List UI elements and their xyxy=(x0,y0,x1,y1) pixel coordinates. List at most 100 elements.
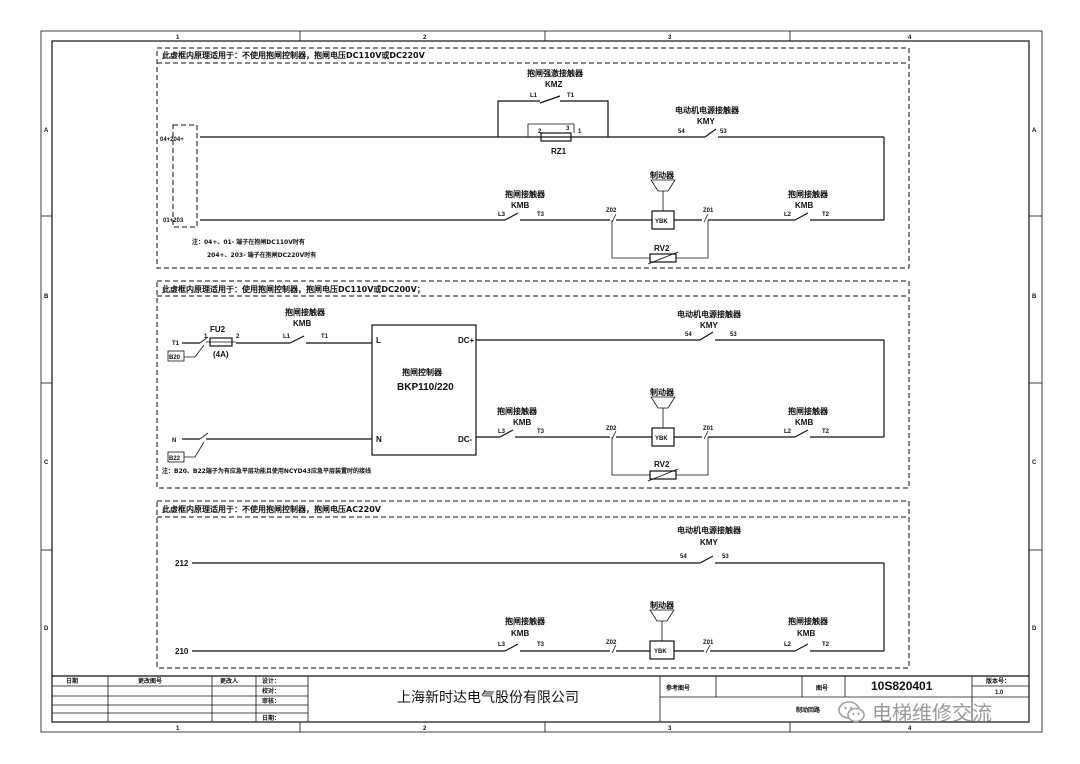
svg-text:D: D xyxy=(1032,626,1037,632)
svg-text:T1: T1 xyxy=(567,93,575,99)
svg-text:YBK: YBK xyxy=(654,649,667,655)
svg-text:D: D xyxy=(44,626,49,632)
svg-text:T3: T3 xyxy=(537,212,545,218)
svg-text:L3: L3 xyxy=(498,429,506,435)
svg-text:KMB: KMB xyxy=(511,201,529,210)
svg-text:制动器: 制动器 xyxy=(650,387,675,397)
svg-text:B20: B20 xyxy=(169,355,181,361)
drawing-number: 10S820401 xyxy=(871,679,933,693)
box2-circuit: 此虚框内原理适用于：使用抱闸控制器，抱闸电压DC110V或DC200V； T1 … xyxy=(156,280,910,489)
svg-text:更改图号: 更改图号 xyxy=(138,677,162,685)
svg-text:抱闸控制器: 抱闸控制器 xyxy=(402,367,443,377)
brake-symbol xyxy=(650,179,676,192)
inner-frame xyxy=(51,40,1030,723)
svg-text:T3: T3 xyxy=(537,642,545,648)
svg-text:T3: T3 xyxy=(537,429,545,435)
svg-text:版本号：: 版本号： xyxy=(985,677,1010,685)
brake-controller xyxy=(371,324,477,456)
svg-text:Z02: Z02 xyxy=(606,208,617,214)
svg-text:A: A xyxy=(1032,128,1037,134)
svg-text:KMB: KMB xyxy=(795,418,813,427)
svg-text:YBK: YBK xyxy=(655,436,668,442)
wechat-icon xyxy=(838,700,865,722)
svg-text:DC+: DC+ xyxy=(458,336,475,345)
svg-text:抱闸接触器: 抱闸接触器 xyxy=(285,307,326,317)
svg-text:注：B20、B22端子为有应急平层功能且使用NCYD43应急: 注：B20、B22端子为有应急平层功能且使用NCYD43应急平层装置时的接线 xyxy=(162,467,371,475)
svg-text:Z01: Z01 xyxy=(703,426,714,432)
svg-text:L2: L2 xyxy=(784,642,792,648)
svg-text:L3: L3 xyxy=(498,212,506,218)
svg-text:抱闸接触器: 抱闸接触器 xyxy=(497,406,538,416)
svg-text:2: 2 xyxy=(423,35,427,41)
svg-text:日期：: 日期： xyxy=(262,714,280,722)
svg-text:抱闸接触器: 抱闸接触器 xyxy=(505,616,546,626)
svg-text:54: 54 xyxy=(680,554,687,560)
svg-text:1.0: 1.0 xyxy=(995,690,1004,696)
svg-text:C: C xyxy=(1032,460,1037,466)
svg-text:KMB: KMB xyxy=(513,418,531,427)
svg-text:注：04+、01- 端子在抱闸DC110V时有: 注：04+、01- 端子在抱闸DC110V时有 xyxy=(192,238,305,246)
svg-text:KMY: KMY xyxy=(700,538,718,547)
svg-text:L1: L1 xyxy=(283,334,291,340)
svg-text:Z01: Z01 xyxy=(703,640,714,646)
svg-text:抱闸接触器: 抱闸接触器 xyxy=(788,616,829,626)
svg-text:2: 2 xyxy=(236,334,240,340)
svg-text:212: 212 xyxy=(175,559,189,568)
svg-text:审核：: 审核： xyxy=(262,697,280,705)
svg-text:RZ1: RZ1 xyxy=(551,147,567,156)
svg-text:3: 3 xyxy=(668,726,672,732)
svg-text:L: L xyxy=(376,336,381,345)
svg-text:电动机电源接触器: 电动机电源接触器 xyxy=(675,105,740,115)
svg-text:制动回路: 制动回路 xyxy=(796,706,821,714)
svg-text:L2: L2 xyxy=(784,212,792,218)
svg-text:T2: T2 xyxy=(822,642,830,648)
outer-frame xyxy=(40,30,1043,733)
watermark: 电梯维修交流 xyxy=(838,697,992,726)
svg-text:抱闸接触器: 抱闸接触器 xyxy=(788,406,829,416)
svg-text:53: 53 xyxy=(720,129,727,135)
svg-text:抱闸强激接触器: 抱闸强激接触器 xyxy=(527,68,584,78)
svg-text:N: N xyxy=(376,435,382,444)
svg-text:204+、203- 端子在抱闸DC220V时有: 204+、203- 端子在抱闸DC220V时有 xyxy=(207,251,316,259)
svg-text:4: 4 xyxy=(908,35,912,41)
box3-circuit: 此虚框内原理适用于：不使用抱闸控制器，抱闸电压AC220V 212 电动机电源接… xyxy=(156,500,910,669)
svg-text:Z02: Z02 xyxy=(606,426,617,432)
svg-text:1: 1 xyxy=(176,35,180,41)
svg-text:KMB: KMB xyxy=(797,629,815,638)
svg-text:01+203: 01+203 xyxy=(163,218,184,224)
svg-text:电动机电源接触器: 电动机电源接触器 xyxy=(677,525,742,535)
svg-text:3: 3 xyxy=(566,126,570,132)
svg-text:Z02: Z02 xyxy=(606,640,617,646)
svg-text:KMZ: KMZ xyxy=(545,80,562,89)
svg-text:53: 53 xyxy=(730,332,737,338)
svg-text:210: 210 xyxy=(175,647,189,656)
svg-text:电动机电源接触器: 电动机电源接触器 xyxy=(677,309,742,319)
svg-text:4: 4 xyxy=(908,726,912,732)
svg-text:B22: B22 xyxy=(169,456,181,462)
svg-text:B: B xyxy=(1032,294,1037,300)
svg-text:T2: T2 xyxy=(822,429,830,435)
svg-text:RV2: RV2 xyxy=(654,460,670,469)
svg-text:抱闸接触器: 抱闸接触器 xyxy=(788,189,829,199)
svg-text:KMY: KMY xyxy=(700,321,718,330)
svg-text:(4A): (4A) xyxy=(213,350,229,359)
svg-text:日期: 日期 xyxy=(66,677,78,685)
svg-text:L2: L2 xyxy=(784,429,792,435)
svg-text:T1: T1 xyxy=(172,341,180,347)
svg-text:1: 1 xyxy=(578,129,582,135)
svg-text:制动器: 制动器 xyxy=(650,170,675,180)
svg-text:04+204+: 04+204+ xyxy=(160,137,184,143)
svg-text:54: 54 xyxy=(685,332,692,338)
box1-title: 此虚框内原理适用于：不使用抱闸控制器，抱闸电压DC110V或DC220V xyxy=(162,50,426,60)
svg-text:参考图号: 参考图号 xyxy=(665,684,690,692)
svg-text:BKP110/220: BKP110/220 xyxy=(397,382,454,393)
svg-text:T2: T2 xyxy=(822,212,830,218)
rz1-resistor xyxy=(540,132,572,142)
svg-text:1: 1 xyxy=(204,334,208,340)
svg-text:1: 1 xyxy=(176,726,180,732)
svg-text:KMB: KMB xyxy=(795,201,813,210)
svg-text:RV2: RV2 xyxy=(654,244,670,253)
svg-text:T1: T1 xyxy=(321,334,329,340)
